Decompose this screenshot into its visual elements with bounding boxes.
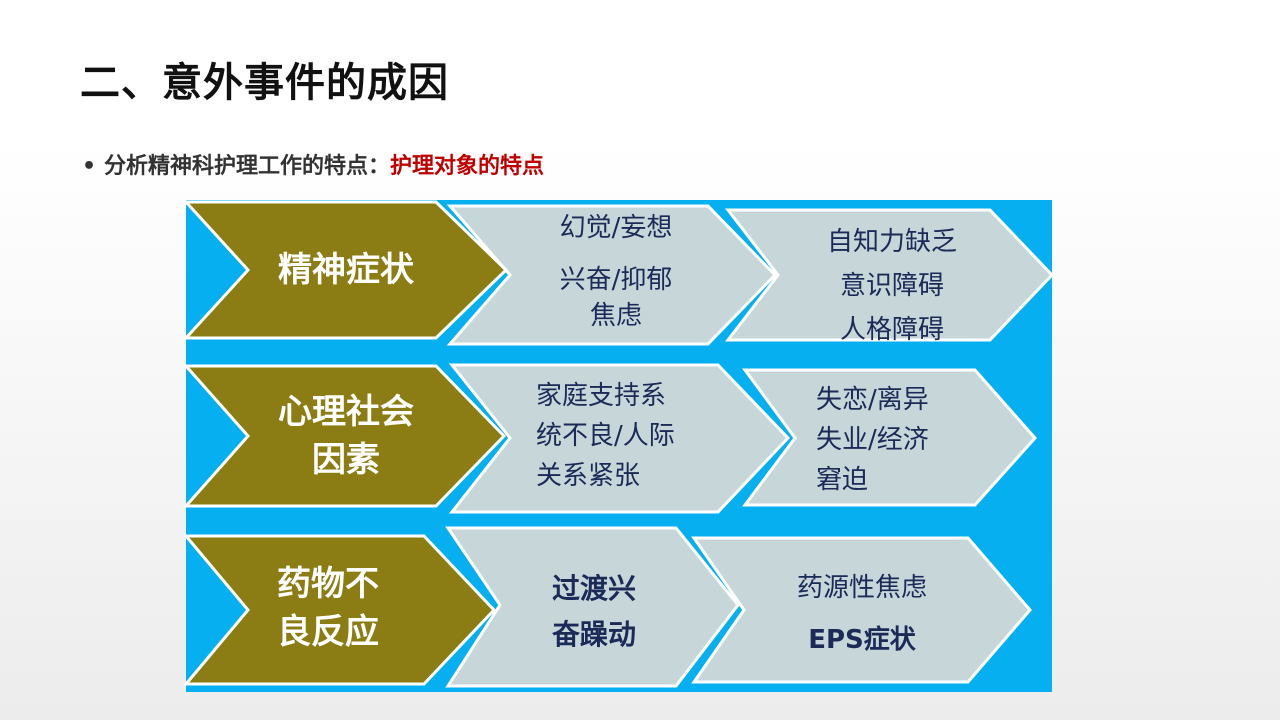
row3-mid-label: 过渡兴 奋躁动	[494, 566, 694, 658]
row1-mid-line-1: 幻觉/妄想	[559, 213, 673, 243]
row2-head-line-2: 因素	[312, 440, 380, 480]
row2-mid-line-2: 统不良/人际	[536, 421, 675, 451]
row3-head-line-1: 药物不	[277, 564, 379, 604]
row1-right-line-3: 人格障碍	[839, 315, 944, 345]
row1-right-chevron	[724, 208, 1055, 342]
row3-right-line-2: EPS症状	[808, 625, 916, 655]
row2-right-chevron	[742, 368, 1038, 507]
row3-right-label: 药源性焦虑 EPS症状	[752, 562, 972, 666]
row2-mid-line-1: 家庭支持系	[536, 381, 667, 411]
row2-mid-label: 家庭支持系 统不良/人际 关系紧张	[536, 376, 736, 496]
row3-mid-line-2: 奋躁动	[551, 618, 636, 651]
bullet-dot-icon: •	[82, 154, 97, 179]
row2-right-line-2: 失业/经济	[816, 425, 929, 455]
bullet-prefix: 分析精神科护理工作的特点：	[104, 154, 391, 179]
row1-mid-line-2: 兴奋/抑郁	[559, 265, 673, 295]
row2-right-label: 失恋/离异 失业/经济 窘迫	[816, 380, 996, 500]
row1-right-line-2: 意识障碍	[839, 271, 944, 301]
row2-mid-line-3: 关系紧张	[536, 461, 641, 491]
row3-right-line-1: 药源性焦虑	[796, 573, 927, 603]
row2-head-label: 心理社会 因素	[236, 388, 456, 484]
row1-head-chevron	[182, 200, 509, 340]
bullet-highlight: 护理对象的特点	[390, 154, 545, 179]
bullet-item: • 分析精神科护理工作的特点：护理对象的特点	[82, 148, 544, 180]
row2-right-line-1: 失恋/离异	[816, 385, 929, 415]
row3-mid-line-1: 过渡兴	[551, 572, 636, 605]
row3-head-chevron	[182, 534, 497, 686]
row3-head-label: 药物不 良反应	[228, 560, 428, 656]
row2-mid-chevron	[448, 363, 791, 514]
row1-mid-line-3: 焦虑	[589, 301, 642, 331]
row1-mid-label: 幻觉/妄想 兴奋/抑郁 焦虑	[506, 208, 726, 336]
row1-head-line-1: 精神症状	[278, 250, 414, 290]
row1-right-label: 自知力缺乏 意识障碍 人格障碍	[782, 220, 1002, 352]
row2-head-line-1: 心理社会	[278, 392, 414, 432]
slide-title: 二、意外事件的成因	[80, 60, 449, 106]
row2-head-chevron	[182, 364, 507, 508]
row3-mid-chevron	[445, 526, 740, 688]
row2-right-line-3: 窘迫	[816, 465, 869, 495]
row3-right-chevron	[691, 536, 1032, 684]
row1-right-line-1: 自知力缺乏	[826, 227, 957, 257]
row1-head-label: 精神症状	[236, 246, 456, 294]
row3-head-line-2: 良反应	[277, 612, 379, 652]
row1-mid-chevron	[446, 204, 778, 346]
